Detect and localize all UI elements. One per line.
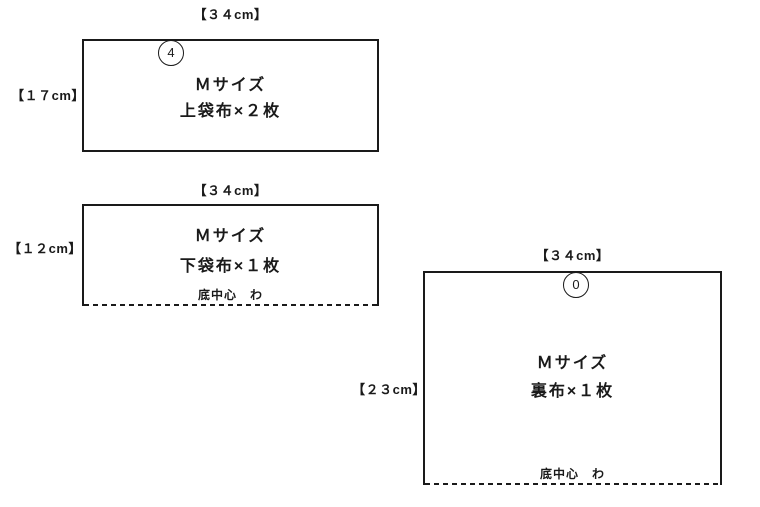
circle-marker-0: 0 — [563, 272, 589, 298]
fold-dashed-line — [425, 483, 720, 485]
piece-size-text: Ｍサイズ — [536, 355, 609, 372]
piece-size-text: Ｍサイズ — [194, 228, 267, 245]
piece-name-text: 裏布×１枚 — [530, 383, 615, 400]
fold-line-note: 底中心 わ — [197, 288, 263, 302]
height-dimension-label-upper: 【１７cm】 — [11, 88, 85, 103]
height-dimension-label-lining: 【２３cm】 — [352, 382, 426, 397]
piece-name-text: 下袋布×１枚 — [179, 258, 282, 275]
fold-dashed-line — [84, 304, 377, 306]
width-dimension-label-lining: 【３４cm】 — [535, 248, 610, 263]
width-dimension-label-lower: 【３４cm】 — [193, 183, 268, 198]
fold-line-note: 底中心 わ — [539, 467, 605, 481]
fabric-piece-lining-outline: Ｍサイズ 裏布×１枚 底中心 わ — [423, 271, 722, 485]
fabric-piece-lower-outline: Ｍサイズ 下袋布×１枚 底中心 わ — [82, 204, 379, 306]
fabric-piece-upper-outline: Ｍサイズ 上袋布×２枚 — [82, 39, 379, 152]
width-dimension-label-upper: 【３４cm】 — [193, 7, 268, 22]
circle-marker-4: 4 — [158, 40, 184, 66]
height-dimension-label-lower: 【１２cm】 — [8, 241, 82, 256]
piece-name-text: 上袋布×２枚 — [179, 103, 282, 120]
piece-size-text: Ｍサイズ — [194, 77, 267, 94]
